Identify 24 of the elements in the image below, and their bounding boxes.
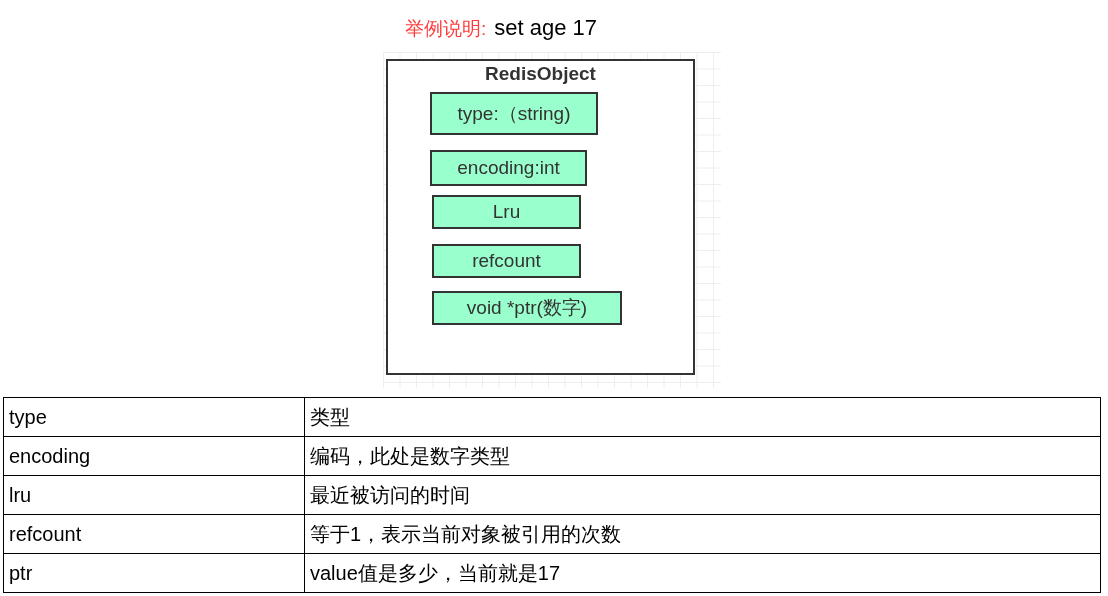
field-name: Lru [492, 200, 521, 224]
field-box [432, 195, 581, 229]
table-cell: lru [3, 475, 305, 515]
object-title: RedisObject [485, 62, 596, 86]
command-text: set age 17 [494, 14, 598, 42]
title: 举例说明: [405, 17, 487, 41]
field-name: type:（string) [457, 101, 571, 126]
field-name: encoding:int [457, 156, 560, 180]
field-box [430, 150, 587, 186]
table-cell: value值是多少，当前就是17 [304, 553, 1101, 593]
field-name: void *ptr(数字) [466, 296, 588, 320]
field-box [430, 92, 598, 135]
table-cell: encoding [3, 436, 305, 476]
table-cell: type [3, 397, 305, 437]
table-cell: 等于1，表示当前对象被引用的次数 [304, 514, 1101, 554]
field-box [432, 291, 622, 325]
table-cell: 编码，此处是数字类型 [304, 436, 1101, 476]
object-box [386, 59, 695, 375]
table-cell: 最近被访问的时间 [304, 475, 1101, 515]
field-box [432, 244, 581, 278]
table-cell: 类型 [304, 397, 1101, 437]
table-cell: refcount [3, 514, 305, 554]
table-cell: ptr [3, 553, 305, 593]
field-name: refcount [472, 249, 541, 273]
